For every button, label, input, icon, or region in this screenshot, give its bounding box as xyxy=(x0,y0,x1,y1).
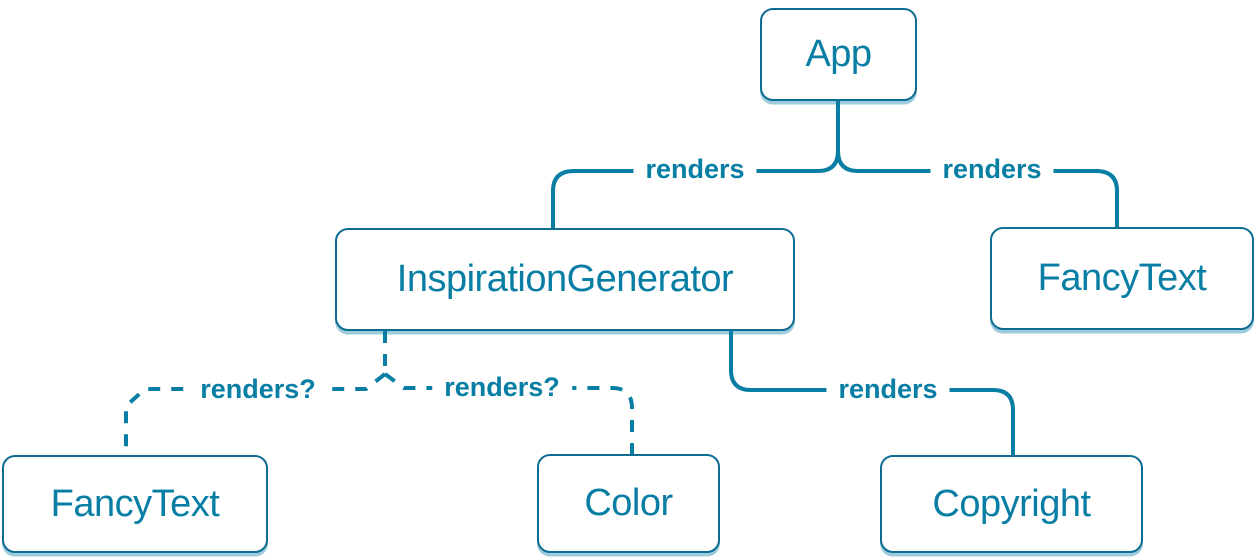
edge-label-renders-app-fancytext: renders xyxy=(930,153,1054,187)
edge-label-renders-maybe-color: renders? xyxy=(432,371,572,405)
edge-inspiration-generator-to-color xyxy=(383,372,634,454)
node-app: App xyxy=(760,8,917,101)
edge-label-renders-app-ig: renders xyxy=(633,153,757,187)
node-color: Color xyxy=(537,454,720,553)
node-fancy-text-bottom-label: FancyText xyxy=(50,482,220,525)
node-inspiration-generator-label: InspirationGenerator xyxy=(396,258,734,300)
node-fancy-text-top: FancyText xyxy=(990,227,1254,330)
edge-label-renders-copyright: renders xyxy=(826,373,950,407)
node-app-label: App xyxy=(805,33,872,75)
node-fancy-text-bottom: FancyText xyxy=(2,455,268,553)
edge-inspiration-generator-to-fancy-text-bottom xyxy=(124,372,387,455)
node-color-label: Color xyxy=(584,482,673,524)
node-copyright-label: Copyright xyxy=(932,482,1091,525)
node-copyright: Copyright xyxy=(880,455,1143,553)
node-fancy-text-top-label: FancyText xyxy=(1037,257,1207,299)
edge-label-renders-maybe-fancytext: renders? xyxy=(188,373,328,407)
node-inspiration-generator: InspirationGenerator xyxy=(335,228,795,331)
